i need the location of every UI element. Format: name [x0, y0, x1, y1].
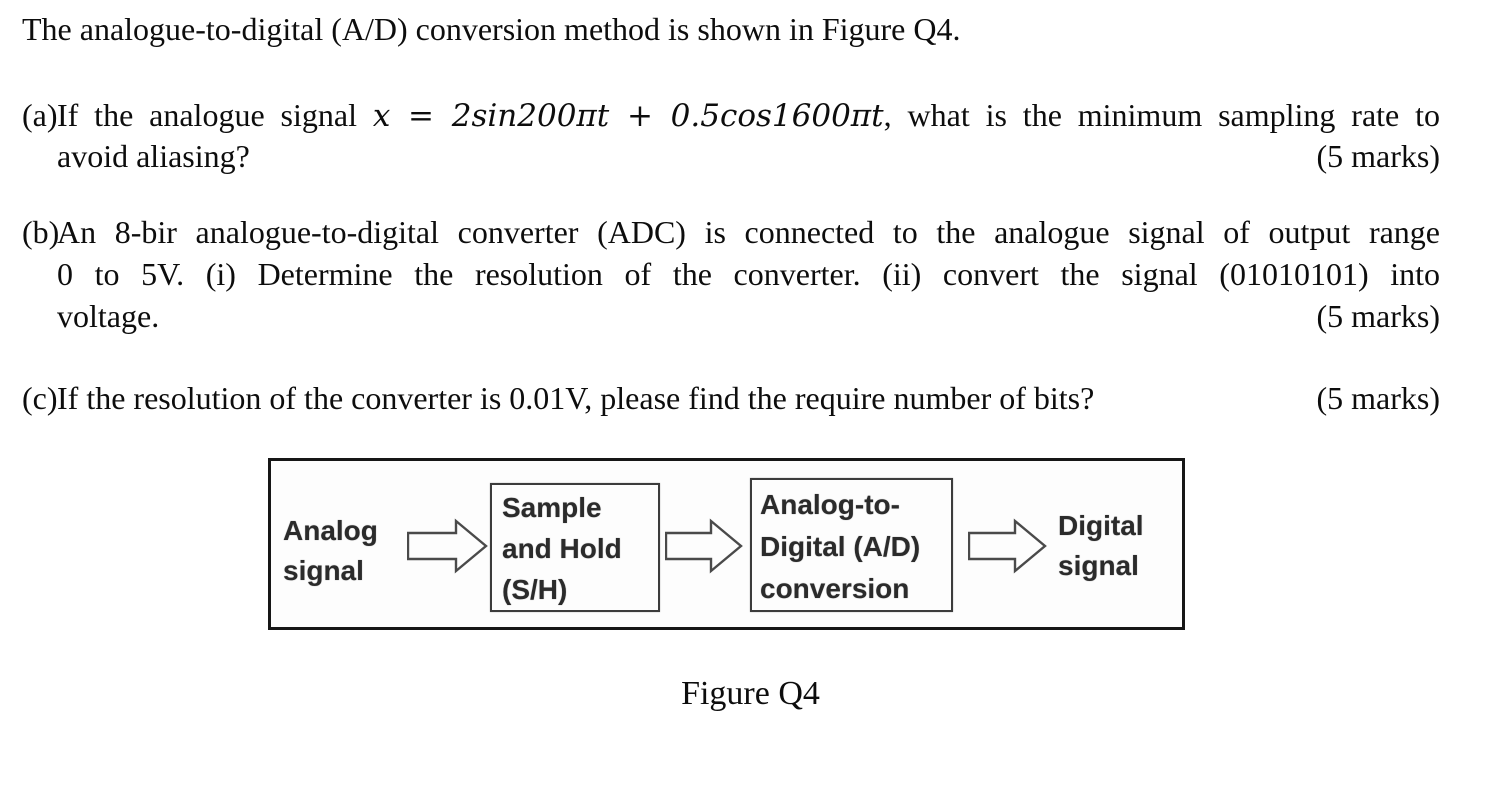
adc-line1: Analog-to- [760, 489, 900, 520]
question-b-marks: (5 marks) [1316, 298, 1440, 334]
question-b-line2: 0 to 5V. (i) Determine the resolution of… [57, 256, 1440, 292]
sample-hold-box: Sample and Hold (S/H) [490, 483, 660, 612]
adc-conversion-box: Analog-to- Digital (A/D) conversion [750, 478, 953, 612]
sample-hold-line1: Sample [502, 492, 602, 523]
question-b-text-cont: voltage. [57, 298, 160, 334]
question-c-text: If the resolution of the converter is 0.… [57, 380, 1095, 416]
sample-hold-line3: (S/H) [502, 574, 568, 605]
analog-signal-label: Analog signal [283, 511, 378, 591]
question-c: (c) If the resolution of the converter i… [22, 378, 1440, 418]
question-a-marker: (a) [22, 97, 58, 133]
question-b: (b) An 8-bir analogue-to-digital convert… [22, 211, 1440, 337]
question-a-text-cont: avoid aliasing? [57, 138, 250, 174]
question-a-equation: x = 2sin200πt + 0.5cos1600πt [372, 98, 884, 134]
flow-right-arrow-icon [407, 518, 488, 574]
question-a-line1: If the analogue signal x = 2sin200πt + 0… [57, 95, 1440, 136]
question-c-marks: (5 marks) [1316, 380, 1440, 416]
adc-line2: Digital (A/D) [760, 531, 921, 562]
flow-right-arrow-icon [968, 518, 1047, 574]
question-a-text-prefix: If the analogue signal [57, 97, 373, 133]
sample-hold-line2: and Hold [502, 533, 622, 564]
flow-right-arrow-icon [665, 518, 743, 574]
question-a-marks: (5 marks) [1316, 138, 1440, 174]
question-b-line3: voltage. (5 marks) [57, 295, 1440, 337]
analog-signal-line1: Analog [283, 515, 378, 546]
figure-q4-diagram: Analog signal Sample and Hold (S/H) Anal… [268, 458, 1185, 630]
question-b-line1: An 8-bir analogue-to-digital converter (… [57, 214, 1440, 250]
question-b-marker: (b) [22, 214, 60, 250]
digital-signal-line2: signal [1058, 550, 1139, 581]
question-a: (a) If the analogue signal x = 2sin200πt… [22, 95, 1440, 176]
figure-caption: Figure Q4 [681, 675, 820, 712]
question-a-text-suffix: , what is the minimum sampling rate to [883, 97, 1441, 133]
digital-signal-label: Digital signal [1058, 506, 1144, 586]
adc-line3: conversion [760, 573, 910, 604]
analog-signal-line2: signal [283, 555, 364, 586]
question-c-marker: (c) [22, 380, 58, 416]
intro-text: The analogue-to-digital (A/D) conversion… [22, 11, 961, 47]
question-a-line2: avoid aliasing? (5 marks) [57, 136, 1440, 176]
question-c-line1: If the resolution of the converter is 0.… [57, 378, 1440, 418]
digital-signal-line1: Digital [1058, 510, 1144, 541]
